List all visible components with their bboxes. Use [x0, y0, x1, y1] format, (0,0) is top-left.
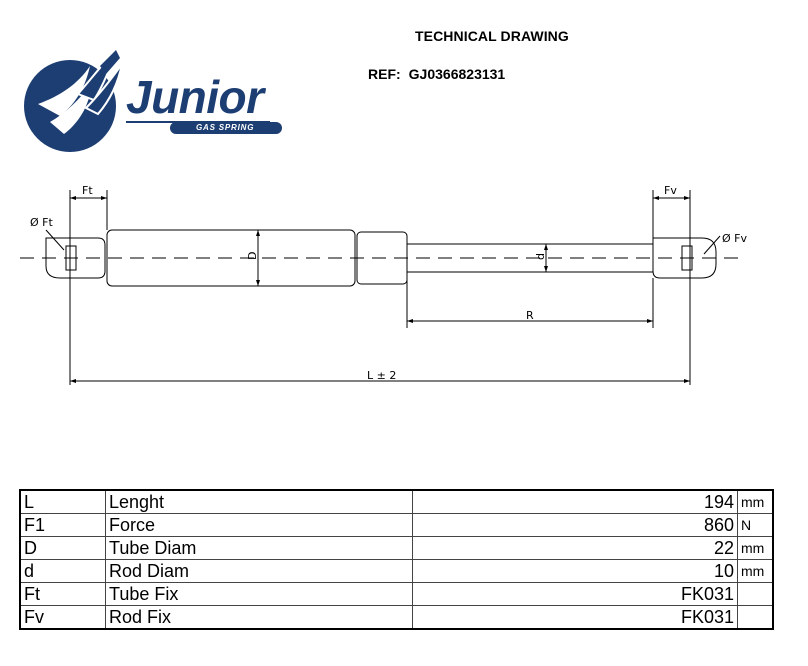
label-rod-diam: d — [534, 253, 547, 260]
spec-value: 194 — [412, 489, 738, 514]
spec-unit: mm — [737, 559, 774, 583]
label-tube-diam: D — [246, 252, 259, 260]
spec-value: 860 — [412, 513, 738, 537]
spec-symbol: L — [19, 489, 106, 514]
label-ft: Ft — [82, 184, 93, 197]
spec-name: Tube Diam — [105, 536, 413, 560]
label-fv: Fv — [664, 184, 677, 197]
spec-name: Rod Fix — [105, 605, 413, 630]
spec-symbol: Ft — [19, 582, 106, 606]
ref-label: REF: — [368, 66, 401, 82]
leader-ft — [45, 229, 65, 251]
spec-value: FK031 — [412, 605, 738, 630]
tube-end-hole — [65, 245, 77, 271]
spec-name: Lenght — [105, 489, 413, 514]
leader-fv — [703, 235, 721, 255]
spec-unit: mm — [737, 536, 774, 560]
brand-name: Junior — [126, 71, 264, 123]
junior-logo: Junior GAS SPRING — [20, 44, 300, 164]
gas-spring-drawing: Ft Fv Ø Ft Ø Fv D d R L ± 2 — [20, 184, 747, 385]
reference: REF: GJ0366823131 — [368, 66, 505, 82]
rod-end-fitting — [652, 237, 717, 279]
spec-name: Force — [105, 513, 413, 537]
spec-symbol: d — [19, 559, 106, 583]
spec-symbol: D — [19, 536, 106, 560]
ref-value: GJ0366823131 — [408, 66, 506, 82]
spec-unit: N — [737, 513, 774, 537]
label-rod-length: R — [526, 309, 534, 322]
brand-tagline: GAS SPRING — [196, 123, 255, 132]
label-diam-ft: Ø Ft — [30, 216, 53, 229]
rod-end-hole — [681, 245, 693, 271]
tube-body — [106, 229, 356, 287]
spec-value: FK031 — [412, 582, 738, 606]
eagle-emblem-icon — [24, 49, 282, 152]
spec-unit — [737, 582, 774, 606]
spec-name: Rod Diam — [105, 559, 413, 583]
page-title: TECHNICAL DRAWING — [415, 28, 569, 44]
tube-end-fitting — [45, 237, 106, 279]
label-diam-fv: Ø Fv — [722, 232, 747, 245]
spec-name: Tube Fix — [105, 582, 413, 606]
spec-unit — [737, 605, 774, 630]
spec-symbol: Fv — [19, 605, 106, 630]
spec-unit: mm — [737, 489, 774, 514]
spec-symbol: F1 — [19, 513, 106, 537]
spec-value: 10 — [412, 559, 738, 583]
label-total-length: L ± 2 — [367, 369, 396, 382]
spec-value: 22 — [412, 536, 738, 560]
